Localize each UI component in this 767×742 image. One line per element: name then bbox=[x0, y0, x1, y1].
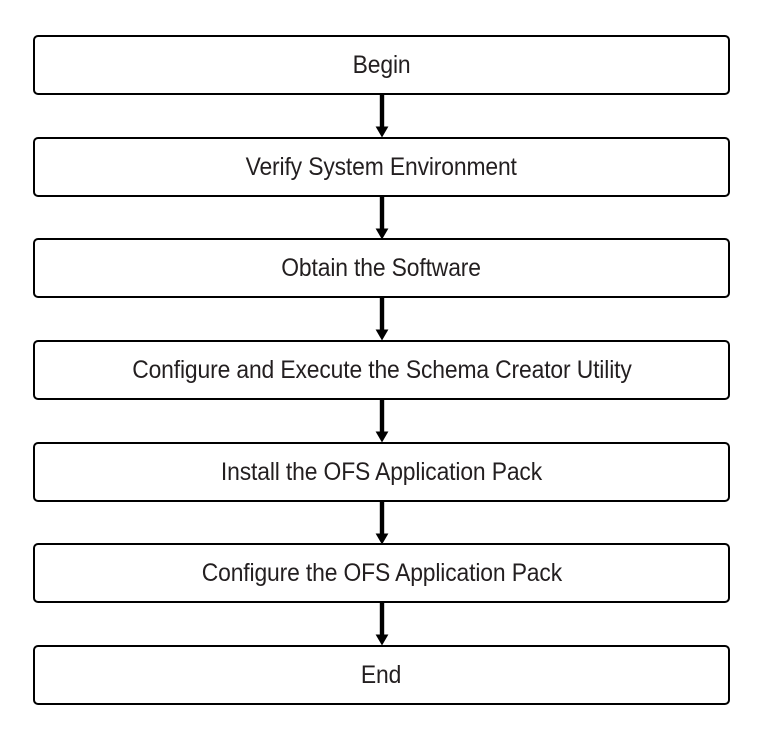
flow-node-end[interactable]: End bbox=[33, 645, 730, 705]
flow-node-verify-system-environment[interactable]: Verify System Environment bbox=[33, 137, 730, 197]
flow-node-label: Install the OFS Application Pack bbox=[220, 457, 543, 486]
flow-node-label: Configure and Execute the Schema Creator… bbox=[131, 355, 632, 384]
flow-node-install-the-ofs-application-pack[interactable]: Install the OFS Application Pack bbox=[33, 442, 730, 502]
arrow-down-icon-verify-to-obtain bbox=[370, 197, 394, 242]
arrow-down-icon-begin-to-verify bbox=[370, 95, 394, 140]
arrow-down-icon-install-to-configure bbox=[370, 502, 394, 547]
flow-node-begin[interactable]: Begin bbox=[33, 35, 730, 95]
arrow-down-icon-obtain-to-schema bbox=[370, 298, 394, 343]
flow-node-label: Obtain the Software bbox=[281, 253, 482, 282]
flow-node-obtain-the-software[interactable]: Obtain the Software bbox=[33, 238, 730, 298]
flow-node-configure-and-execute-schema-creator-utility[interactable]: Configure and Execute the Schema Creator… bbox=[33, 340, 730, 400]
flow-node-label: Configure the OFS Application Pack bbox=[201, 558, 562, 587]
flow-node-label: Begin bbox=[352, 50, 411, 79]
flow-node-configure-the-ofs-application-pack[interactable]: Configure the OFS Application Pack bbox=[33, 543, 730, 603]
arrow-down-icon-configure-to-end bbox=[370, 603, 394, 648]
arrow-down-icon-schema-to-install bbox=[370, 400, 394, 445]
flow-node-label: End bbox=[361, 660, 402, 689]
flow-node-label: Verify System Environment bbox=[245, 152, 518, 181]
